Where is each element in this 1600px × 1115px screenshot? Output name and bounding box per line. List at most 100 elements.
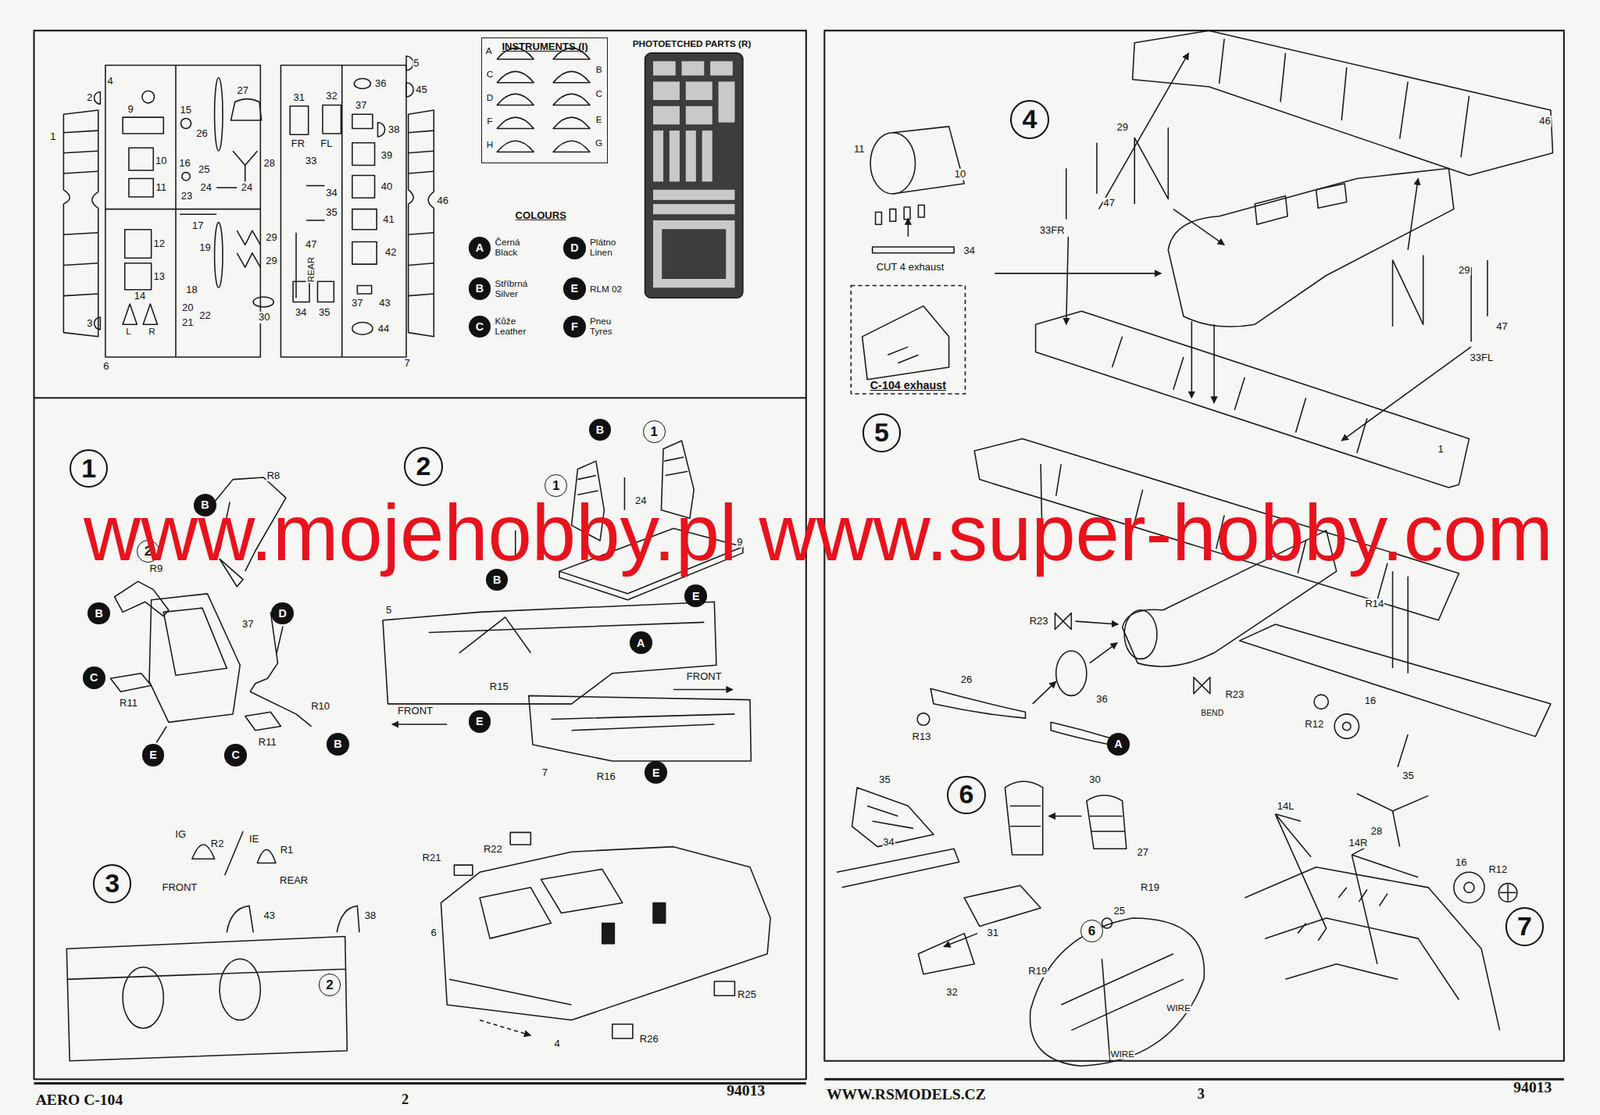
- part-number: 29: [264, 255, 279, 267]
- node-text: 1: [81, 455, 97, 483]
- step-reference: 2: [318, 973, 342, 997]
- colour-callout: A: [1107, 732, 1130, 756]
- colour-callout: E: [468, 710, 492, 733]
- part-number: 38: [364, 909, 378, 921]
- part-number: CUT 4 exhaust: [875, 261, 946, 273]
- colour-callout: D: [563, 236, 586, 260]
- part-number: R8: [266, 469, 282, 481]
- part-number: 36: [1095, 693, 1109, 705]
- part-number: 4: [553, 1038, 561, 1050]
- footer-text: 94013: [1513, 1079, 1552, 1097]
- node-text: 6: [1088, 924, 1096, 938]
- colour-callout: C: [82, 666, 106, 690]
- part-number: R26: [639, 1032, 660, 1044]
- part-number: 47: [1495, 321, 1509, 333]
- part-number: 16: [178, 157, 192, 169]
- part-number: 14L: [1276, 800, 1296, 812]
- part-number: 46: [1538, 115, 1552, 127]
- part-number: 45: [414, 84, 429, 96]
- node-text: E: [652, 767, 661, 779]
- part-number: 7: [403, 357, 411, 369]
- part-number: 6: [102, 360, 110, 372]
- note-box: INSTRUMENTS (I): [481, 37, 608, 164]
- step-reference: 6: [1080, 919, 1104, 943]
- part-number: R12: [1487, 864, 1508, 875]
- part-number: 16: [1454, 856, 1468, 868]
- part-number: B: [595, 64, 604, 75]
- part-number: 25: [1113, 905, 1127, 917]
- part-number: R19: [1139, 882, 1161, 893]
- part-number: R10: [310, 700, 331, 712]
- colour-callout: D: [271, 602, 294, 625]
- part-number: G: [594, 137, 604, 148]
- part-number: 36: [374, 78, 388, 90]
- part-number: 34: [882, 835, 896, 847]
- part-number: 11: [155, 182, 168, 193]
- part-number: R12: [1303, 718, 1325, 730]
- part-number: R14: [1364, 598, 1385, 610]
- colour-callout: E: [142, 743, 165, 767]
- node-text: C: [475, 321, 484, 333]
- part-number: 2: [85, 92, 93, 104]
- colour-callout: F: [563, 315, 586, 339]
- note-box: C-104 exhaust: [850, 285, 965, 394]
- part-number: WIRE: [1165, 1003, 1192, 1014]
- step-number: 4: [1010, 100, 1050, 140]
- part-number: 23: [180, 190, 194, 202]
- part-number: 26: [960, 674, 974, 686]
- part-number: REAR: [306, 255, 317, 283]
- part-number: 24: [200, 182, 214, 193]
- part-number: R25: [736, 989, 758, 1000]
- part-number: R2: [210, 838, 225, 850]
- part-number: 21: [181, 317, 195, 329]
- part-number: R16: [596, 771, 617, 783]
- part-number: 6: [429, 927, 437, 939]
- part-number: D: [485, 92, 495, 104]
- part-number: R23: [1224, 689, 1245, 700]
- part-number: FRONT: [160, 882, 198, 893]
- part-number: F: [485, 116, 493, 127]
- colour-callout: A: [468, 236, 492, 260]
- node-text: E: [475, 715, 484, 727]
- part-number: 19: [198, 242, 212, 254]
- node-text: A: [475, 242, 484, 254]
- part-number: E: [595, 114, 604, 125]
- step-number: 5: [862, 413, 902, 453]
- part-number: 12: [152, 238, 166, 250]
- part-number: IG: [174, 828, 187, 840]
- part-number: 17: [191, 219, 205, 231]
- colour-name: Stříbrná Silver: [494, 278, 528, 300]
- colour-callout: E: [644, 760, 668, 784]
- part-number: IE: [248, 832, 260, 844]
- part-number: R22: [482, 843, 504, 855]
- part-number: 35: [325, 206, 339, 218]
- part-number: 39: [380, 149, 394, 161]
- part-number: R19: [1027, 965, 1048, 977]
- part-number: 18: [185, 284, 199, 296]
- node-text: F: [571, 321, 579, 333]
- colour-callout: B: [87, 602, 111, 625]
- part-number: C: [485, 69, 495, 80]
- part-number: 10: [154, 155, 168, 167]
- colour-name: Plátno Linen: [589, 237, 616, 258]
- part-number: FRONT: [685, 671, 723, 683]
- node-text: E: [692, 590, 700, 602]
- part-number: 40: [380, 181, 394, 193]
- node-text: E: [571, 282, 579, 294]
- part-number: 5: [412, 57, 420, 69]
- footer-text: WWW.RSMODELS.CZ: [826, 1086, 986, 1104]
- part-number: 28: [1370, 825, 1384, 837]
- part-number: FR: [290, 138, 306, 150]
- part-number: 35: [878, 774, 892, 786]
- node-text: B: [596, 424, 604, 436]
- part-number: 14: [133, 290, 147, 302]
- step-number: 3: [92, 864, 133, 904]
- part-number: 33FL: [1469, 352, 1495, 364]
- part-number: 25: [197, 164, 211, 175]
- part-number: 41: [382, 214, 396, 225]
- node-text: C: [232, 749, 240, 761]
- colour-callout: C: [224, 743, 247, 767]
- part-number: 22: [198, 309, 212, 321]
- part-number: 47: [304, 239, 318, 250]
- part-number: 34: [963, 245, 977, 257]
